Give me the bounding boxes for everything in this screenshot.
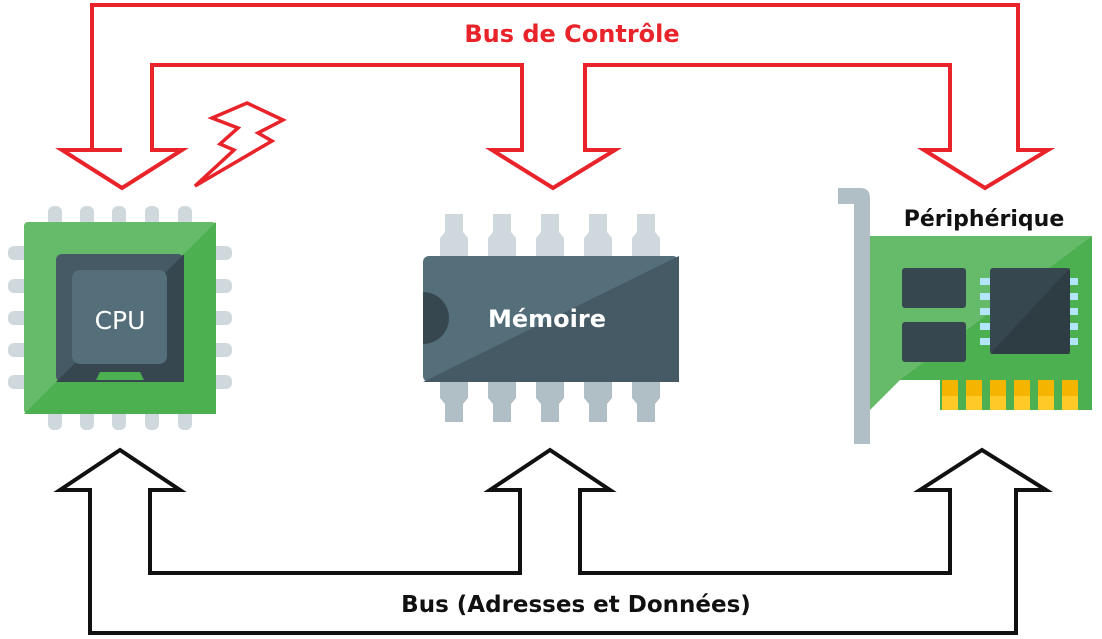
control-bus: [55, 3, 1056, 191]
data-bus-label: Bus (Adresses et Données): [401, 592, 751, 618]
cpu-label: CPU: [95, 306, 146, 335]
control-bus-label: Bus de Contrôle: [464, 20, 679, 48]
expansion-card-icon: Périphérique: [838, 188, 1092, 444]
control-bus-outer-line: [55, 3, 1056, 191]
cpu-chip-icon: CPU: [8, 206, 232, 430]
data-bus: [53, 447, 1053, 635]
memory-chip-icon: Mémoire: [423, 214, 679, 422]
memory-label: Mémoire: [488, 305, 606, 333]
peripheral-label: Périphérique: [904, 207, 1065, 232]
lightning-bolt-icon: [193, 101, 287, 188]
data-bus-outer-line: [53, 447, 1053, 635]
